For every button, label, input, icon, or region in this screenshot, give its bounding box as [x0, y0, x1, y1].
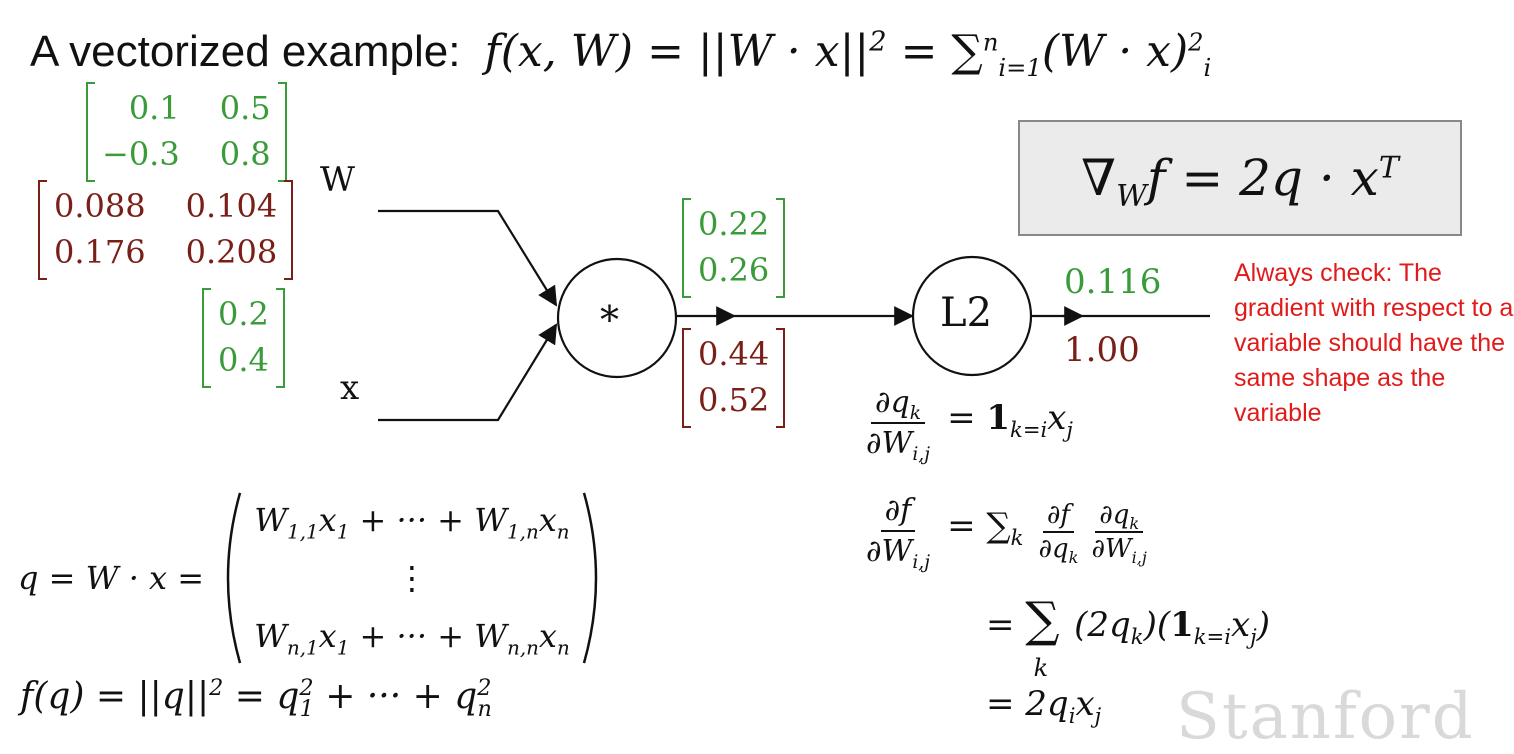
q-value-matrix: 0.22 0.26 — [682, 198, 786, 298]
W-gradient-matrix: 0.088 0.104 0.176 0.208 — [38, 180, 294, 280]
slide-title: A vectorized example: f(x, W) = ||W · x|… — [30, 26, 1212, 82]
gradient-formula-box: ∇Wf = 2q · xT — [1018, 120, 1462, 236]
left-paren — [226, 492, 242, 664]
dq-dW-equation: ∂qk ∂Wi,j = 1k=ixj — [866, 385, 1073, 465]
matrix-cell: 0.1 — [128, 89, 180, 127]
q-vector-row-n: Wn,1x1 + ··· + Wn,nxn — [254, 617, 570, 660]
x-value-matrix: 0.2 0.4 — [202, 288, 285, 388]
matrix-cell: 0.44 — [698, 335, 770, 373]
title-equation: f(x, W) = ||W · x||2 = ∑ni=1(W · x)2i — [484, 26, 1212, 82]
derivation-step3: = 2qixj — [986, 684, 1102, 728]
matrix-cell: 0.52 — [698, 381, 770, 419]
f-value: 0.116 — [1064, 262, 1162, 302]
matrix-cell: 0.088 — [54, 187, 146, 225]
x-label: x — [340, 368, 360, 408]
matrix-cell: 0.22 — [698, 205, 770, 243]
q-definition-lhs: q = W · x = — [18, 559, 205, 597]
derivation-step2: = ∑k(2qk)(1k=ixj) — [986, 592, 1270, 682]
q-vector-ellipsis: ⋮ — [395, 559, 428, 597]
f-definition: f(q) = ||q||2 = q21 + ··· + q2n — [20, 675, 492, 723]
W-value-matrix: 0.1 0.5 −0.3 0.8 — [86, 82, 287, 182]
computational-graph — [378, 209, 1210, 422]
matrix-cell: 0.26 — [698, 251, 770, 289]
q-definition: q = W · x = W1,1x1 + ··· + W1,nxn ⋮ Wn,1… — [18, 488, 610, 668]
matrix-cell: 0.2 — [218, 295, 269, 333]
stanford-watermark: Stanford — [1176, 680, 1475, 754]
matrix-cell: 0.176 — [54, 233, 146, 271]
matrix-cell: 0.5 — [219, 89, 271, 127]
l2-label: L2 — [940, 290, 993, 336]
matrix-cell: −0.3 — [102, 135, 180, 173]
title-label: A vectorized example: — [30, 27, 461, 76]
right-paren — [582, 492, 597, 664]
edge-W-to-multiply — [378, 209, 558, 307]
gradient-formula: ∇Wf = 2q · xT — [1081, 149, 1399, 214]
matrix-cell: 0.208 — [185, 233, 278, 271]
shape-check-note: Always check: The gradient with respect … — [1234, 259, 1514, 427]
f-gradient: 1.00 — [1064, 330, 1140, 370]
matrix-cell: 0.4 — [218, 341, 269, 379]
q-gradient-matrix: 0.44 0.52 — [682, 328, 786, 428]
matrix-cell: 0.8 — [219, 135, 271, 173]
df-dW-equation: ∂f ∂Wi,j = ∑k ∂f ∂qk ∂qk ∂Wi,j — [866, 493, 1147, 573]
multiply-symbol: * — [600, 298, 619, 342]
q-vector-row-1: W1,1x1 + ··· + W1,nxn — [254, 501, 570, 544]
q-vector: W1,1x1 + ··· + W1,nxn ⋮ Wn,1x1 + ··· + W… — [214, 491, 610, 665]
matrix-cell: 0.104 — [185, 187, 278, 225]
edge-x-to-multiply — [378, 323, 558, 422]
multiply-node — [556, 257, 678, 379]
W-label: W — [320, 160, 355, 200]
